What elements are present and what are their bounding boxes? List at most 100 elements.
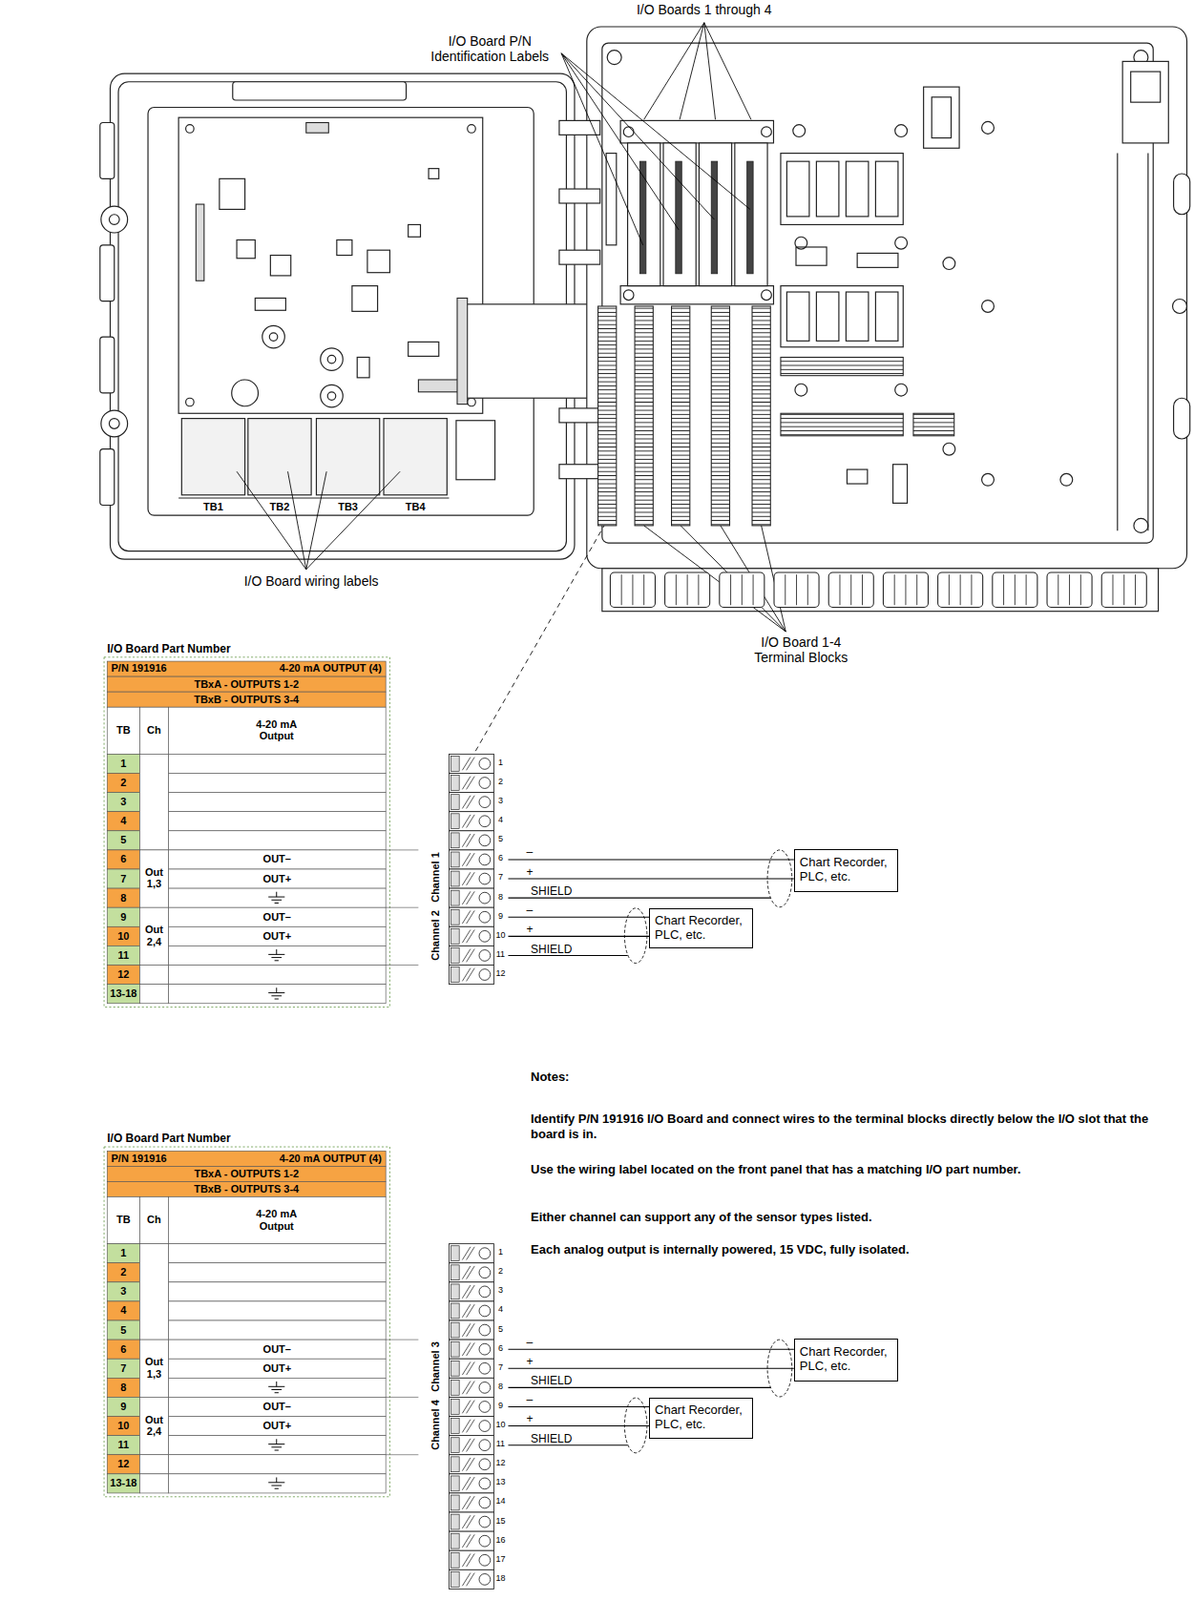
cable-gland xyxy=(774,572,819,608)
terminal-number: 11 xyxy=(494,950,508,961)
door-latch xyxy=(108,418,120,430)
terminal-column xyxy=(711,306,730,526)
table-cell xyxy=(106,945,140,965)
detail-leader xyxy=(475,525,605,752)
standoff xyxy=(895,125,908,138)
table-cell xyxy=(139,1340,168,1398)
wiring-label-sheet xyxy=(248,418,312,496)
terminal-screw xyxy=(479,1267,491,1279)
terminal-screw xyxy=(479,1343,491,1356)
table-cell xyxy=(167,926,386,946)
terminal-latch xyxy=(451,1438,461,1454)
table-cell xyxy=(106,1359,140,1379)
mount-hole xyxy=(1133,518,1149,533)
battery xyxy=(231,379,259,407)
cable-gland xyxy=(719,572,765,608)
wire-label: – xyxy=(522,1394,537,1406)
table-header-band xyxy=(106,661,386,677)
terminal-screw xyxy=(479,892,491,904)
terminal-latch xyxy=(451,1303,461,1320)
terminal-latch xyxy=(451,871,461,887)
terminal xyxy=(448,1455,494,1475)
hinge xyxy=(559,188,601,204)
terminal-latch xyxy=(451,1514,461,1530)
cable-gland xyxy=(1047,572,1092,608)
table-cell xyxy=(167,1474,386,1494)
board-chip xyxy=(236,239,255,258)
label-outline xyxy=(104,1147,390,1498)
door-tab xyxy=(100,123,115,180)
standoff xyxy=(1060,473,1073,486)
wire-label: + xyxy=(522,1356,537,1368)
terminal-latch xyxy=(451,1361,461,1377)
table-cell: Out 2,4 xyxy=(139,1414,168,1439)
table-cell: 4-20 mA Output xyxy=(246,718,308,743)
wire xyxy=(507,858,794,860)
table-cell: OUT+ xyxy=(167,873,386,886)
component xyxy=(857,252,899,268)
terminal-number: 9 xyxy=(494,912,508,922)
terminal-screw xyxy=(479,835,491,847)
shield-bundle xyxy=(767,850,793,908)
potentiometer xyxy=(262,325,286,349)
terminal-number: 7 xyxy=(494,873,508,883)
terminal-strip xyxy=(780,356,903,376)
terminal-latch xyxy=(451,948,461,964)
terminal-number: 8 xyxy=(494,1382,508,1393)
terminal-screw xyxy=(479,1402,491,1414)
note-text: Each analog output is internally powered… xyxy=(530,1242,1184,1258)
wire xyxy=(507,1349,794,1351)
table-cell xyxy=(106,812,140,832)
wire xyxy=(507,936,650,938)
board-slot-label: TB2 xyxy=(267,501,293,514)
table-cell: TBxB - OUTPUTS 3-4 xyxy=(106,693,386,707)
board-bracket xyxy=(620,286,774,305)
terminal-number: 16 xyxy=(494,1536,508,1547)
mount-hole xyxy=(607,50,622,65)
board-connector xyxy=(306,123,330,134)
terminal xyxy=(448,850,494,870)
terminal-number: 6 xyxy=(494,1344,508,1355)
terminal-latch xyxy=(451,1380,461,1396)
terminal-screw xyxy=(479,1421,491,1433)
table-cell xyxy=(167,1196,386,1244)
table-header-band xyxy=(106,691,386,708)
terminal xyxy=(448,1570,494,1590)
table-title: I/O Board Part Number xyxy=(106,1132,332,1147)
table-cell xyxy=(167,1378,386,1398)
leader-line xyxy=(561,53,679,231)
table-cell xyxy=(106,754,140,774)
channel-divider xyxy=(385,964,419,966)
relay xyxy=(875,161,899,217)
leader-line xyxy=(704,22,752,121)
table-cell xyxy=(106,888,140,908)
screw xyxy=(623,290,634,301)
note-text: Either channel can support any of the se… xyxy=(530,1210,1184,1226)
leader-line xyxy=(644,525,787,632)
board-chip xyxy=(254,297,286,311)
table-cell: 4-20 mA OUTPUT (4) xyxy=(234,662,382,675)
terminal-spring xyxy=(461,1515,475,1530)
ground-symbol xyxy=(268,1382,285,1394)
terminal xyxy=(448,793,494,813)
terminal xyxy=(448,1244,494,1264)
channel-divider xyxy=(385,1397,419,1399)
table-cell xyxy=(106,1196,140,1244)
terminal xyxy=(448,1340,494,1360)
table-cell: Out 1,3 xyxy=(139,866,168,891)
table-cell xyxy=(139,1397,168,1455)
terminal xyxy=(448,926,494,946)
terminal-screw xyxy=(479,873,491,885)
table-cell xyxy=(106,1263,140,1283)
terminal xyxy=(448,965,494,985)
table-cell xyxy=(106,926,140,946)
standoff xyxy=(982,473,995,486)
hinge xyxy=(559,464,601,480)
note-text: Identify P/N 191916 I/O Board and connec… xyxy=(530,1111,1184,1142)
terminal-number: 12 xyxy=(494,969,508,980)
table-cell: 4 xyxy=(106,815,140,828)
wire-label: SHIELD xyxy=(530,1433,603,1446)
table-cell: 9 xyxy=(106,1401,140,1414)
ground-symbol xyxy=(268,1477,285,1489)
ground-symbol xyxy=(268,949,285,962)
